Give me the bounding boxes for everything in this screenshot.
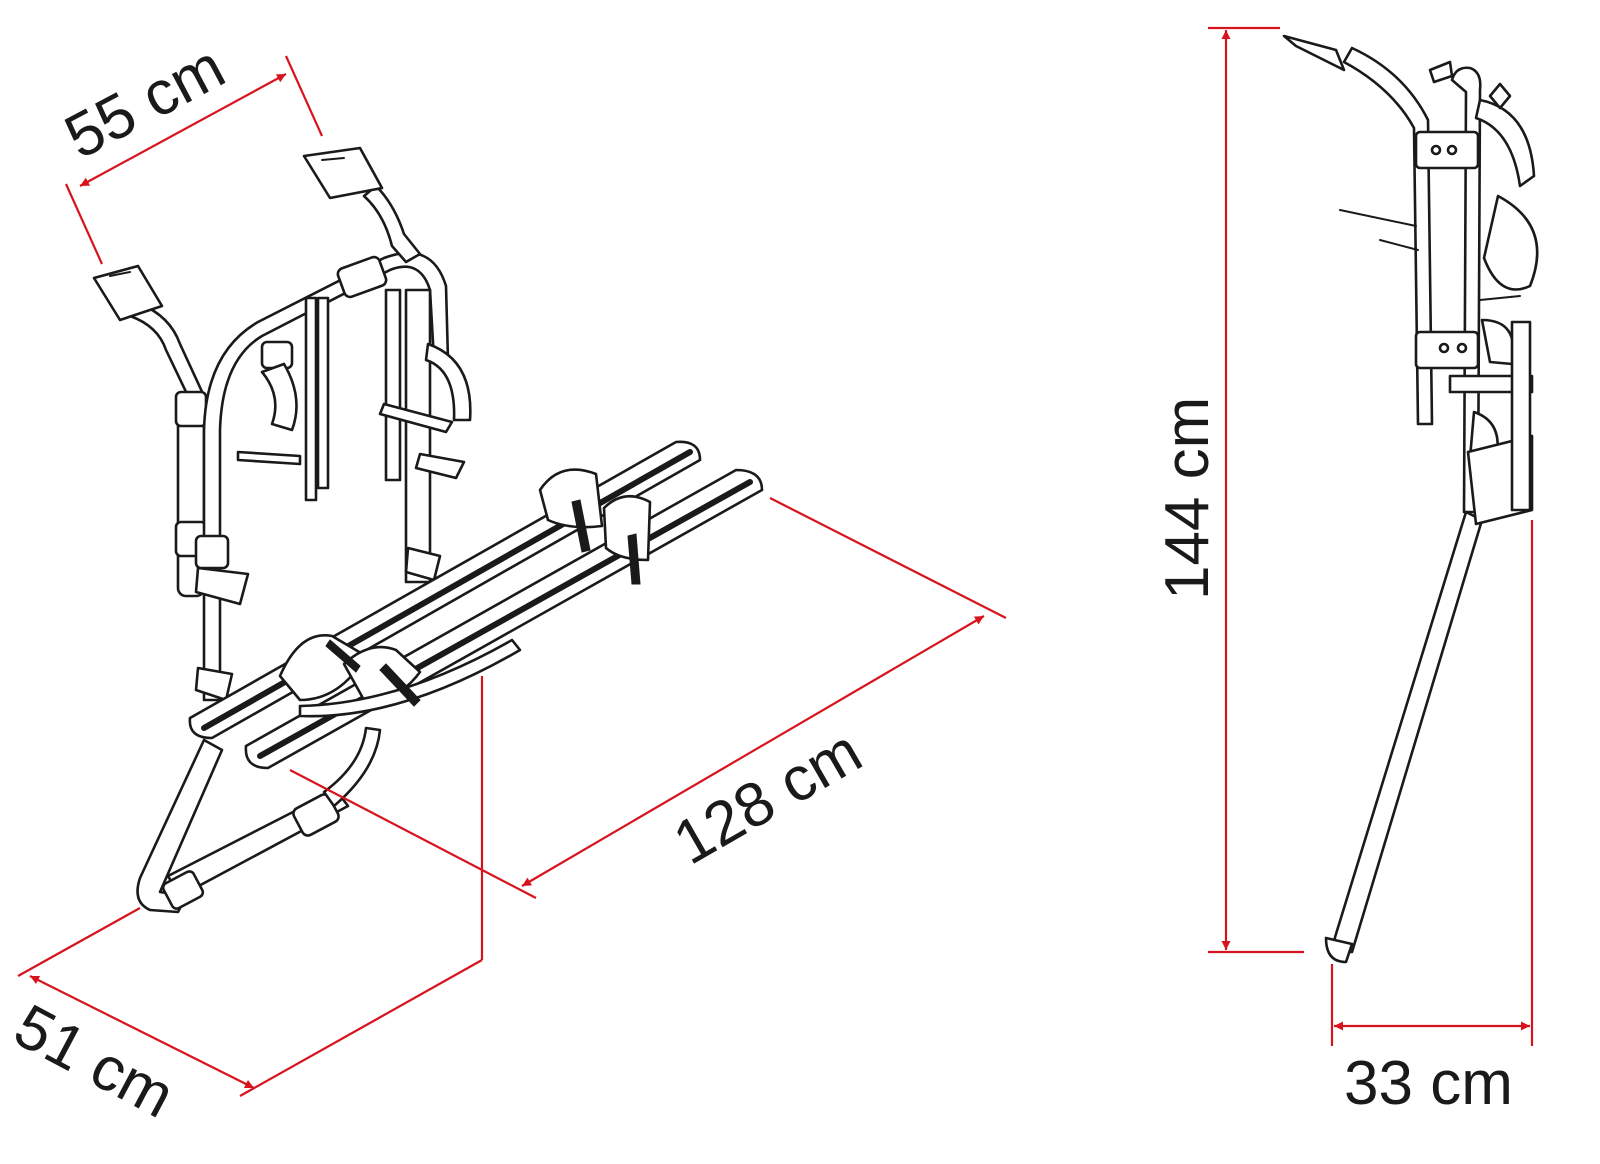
dimension-height-side: 144 cm	[1153, 26, 1304, 954]
left-upright	[92, 264, 208, 598]
right-upper-arm	[302, 146, 422, 264]
dimension-label-depth-base: 51 cm	[3, 991, 184, 1131]
main-frame	[194, 251, 450, 702]
support-leg	[136, 726, 382, 914]
carrier-side-view	[1282, 34, 1539, 964]
carrier-perspective-view	[92, 146, 764, 914]
dimension-label-height-side: 144 cm	[1153, 397, 1222, 600]
dimension-depth-side: 33 cm	[1330, 520, 1534, 1118]
dimension-label-depth-side: 33 cm	[1344, 1049, 1513, 1118]
frame-clamps	[194, 296, 472, 702]
dimension-width-top: 55 cm	[54, 32, 324, 265]
dimension-depth-base: 51 cm	[3, 676, 484, 1132]
dimension-label-length-platform: 128 cm	[663, 717, 874, 878]
wheel-rails	[188, 440, 764, 770]
rail-straps	[325, 499, 641, 707]
